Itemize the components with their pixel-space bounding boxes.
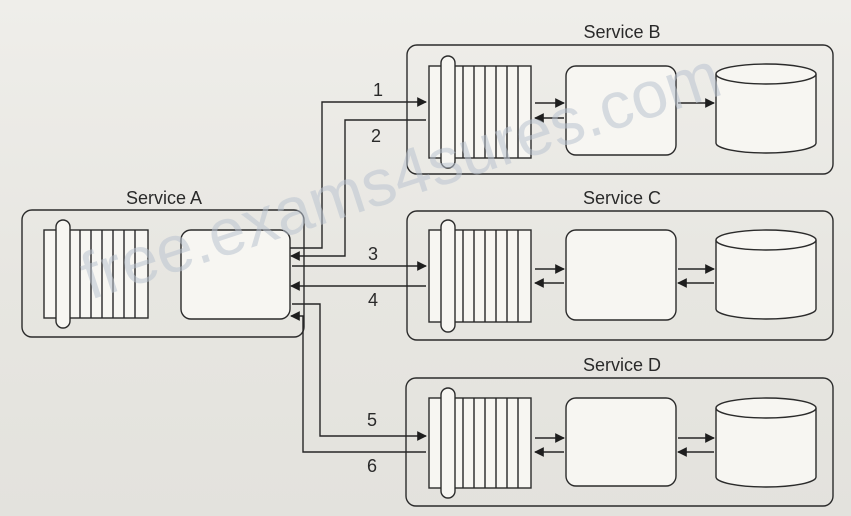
service-d-title: Service D: [583, 355, 661, 375]
service-b-queue: [428, 55, 532, 169]
connection-6-label: 6: [367, 456, 377, 476]
service-a-queue: [43, 219, 149, 329]
service-b: Service B: [406, 22, 834, 175]
service-c-container: [406, 210, 834, 341]
service-c: Service C: [406, 188, 834, 341]
queue-cap: [440, 387, 456, 499]
queue-cap: [55, 219, 71, 329]
service-a-processor: [180, 229, 291, 320]
service-a-title: Service A: [126, 188, 202, 208]
service-d: Service D: [405, 355, 834, 507]
service-d-database-icon: [715, 397, 817, 488]
service-b-database-icon: [715, 63, 817, 154]
connection-2-label: 2: [371, 126, 381, 146]
service-b-container: [406, 44, 834, 175]
service-c-title: Service C: [583, 188, 661, 208]
connection-3-label: 3: [368, 244, 378, 264]
service-c-processor: [565, 229, 677, 321]
connection-3: 3: [292, 244, 427, 271]
queue-cap: [440, 219, 456, 333]
connection-4-label: 4: [368, 290, 378, 310]
service-c-database-icon: [715, 229, 817, 320]
connection-5: 5: [292, 303, 427, 441]
connection-2: 2: [290, 119, 426, 261]
service-a: Service A: [21, 188, 305, 338]
service-b-processor: [565, 65, 677, 156]
service-b-title: Service B: [583, 22, 660, 42]
service-a-container: [21, 209, 305, 338]
connection-1: 1: [290, 80, 427, 249]
service-c-queue: [428, 219, 532, 333]
service-d-queue: [428, 387, 532, 499]
connection-5-label: 5: [367, 410, 377, 430]
queue-cap: [440, 55, 456, 169]
connection-1-label: 1: [373, 80, 383, 100]
connection-6: 6: [290, 311, 426, 476]
connection-4: 4: [290, 281, 426, 310]
service-d-processor: [565, 397, 677, 487]
service-d-container: [405, 377, 834, 507]
